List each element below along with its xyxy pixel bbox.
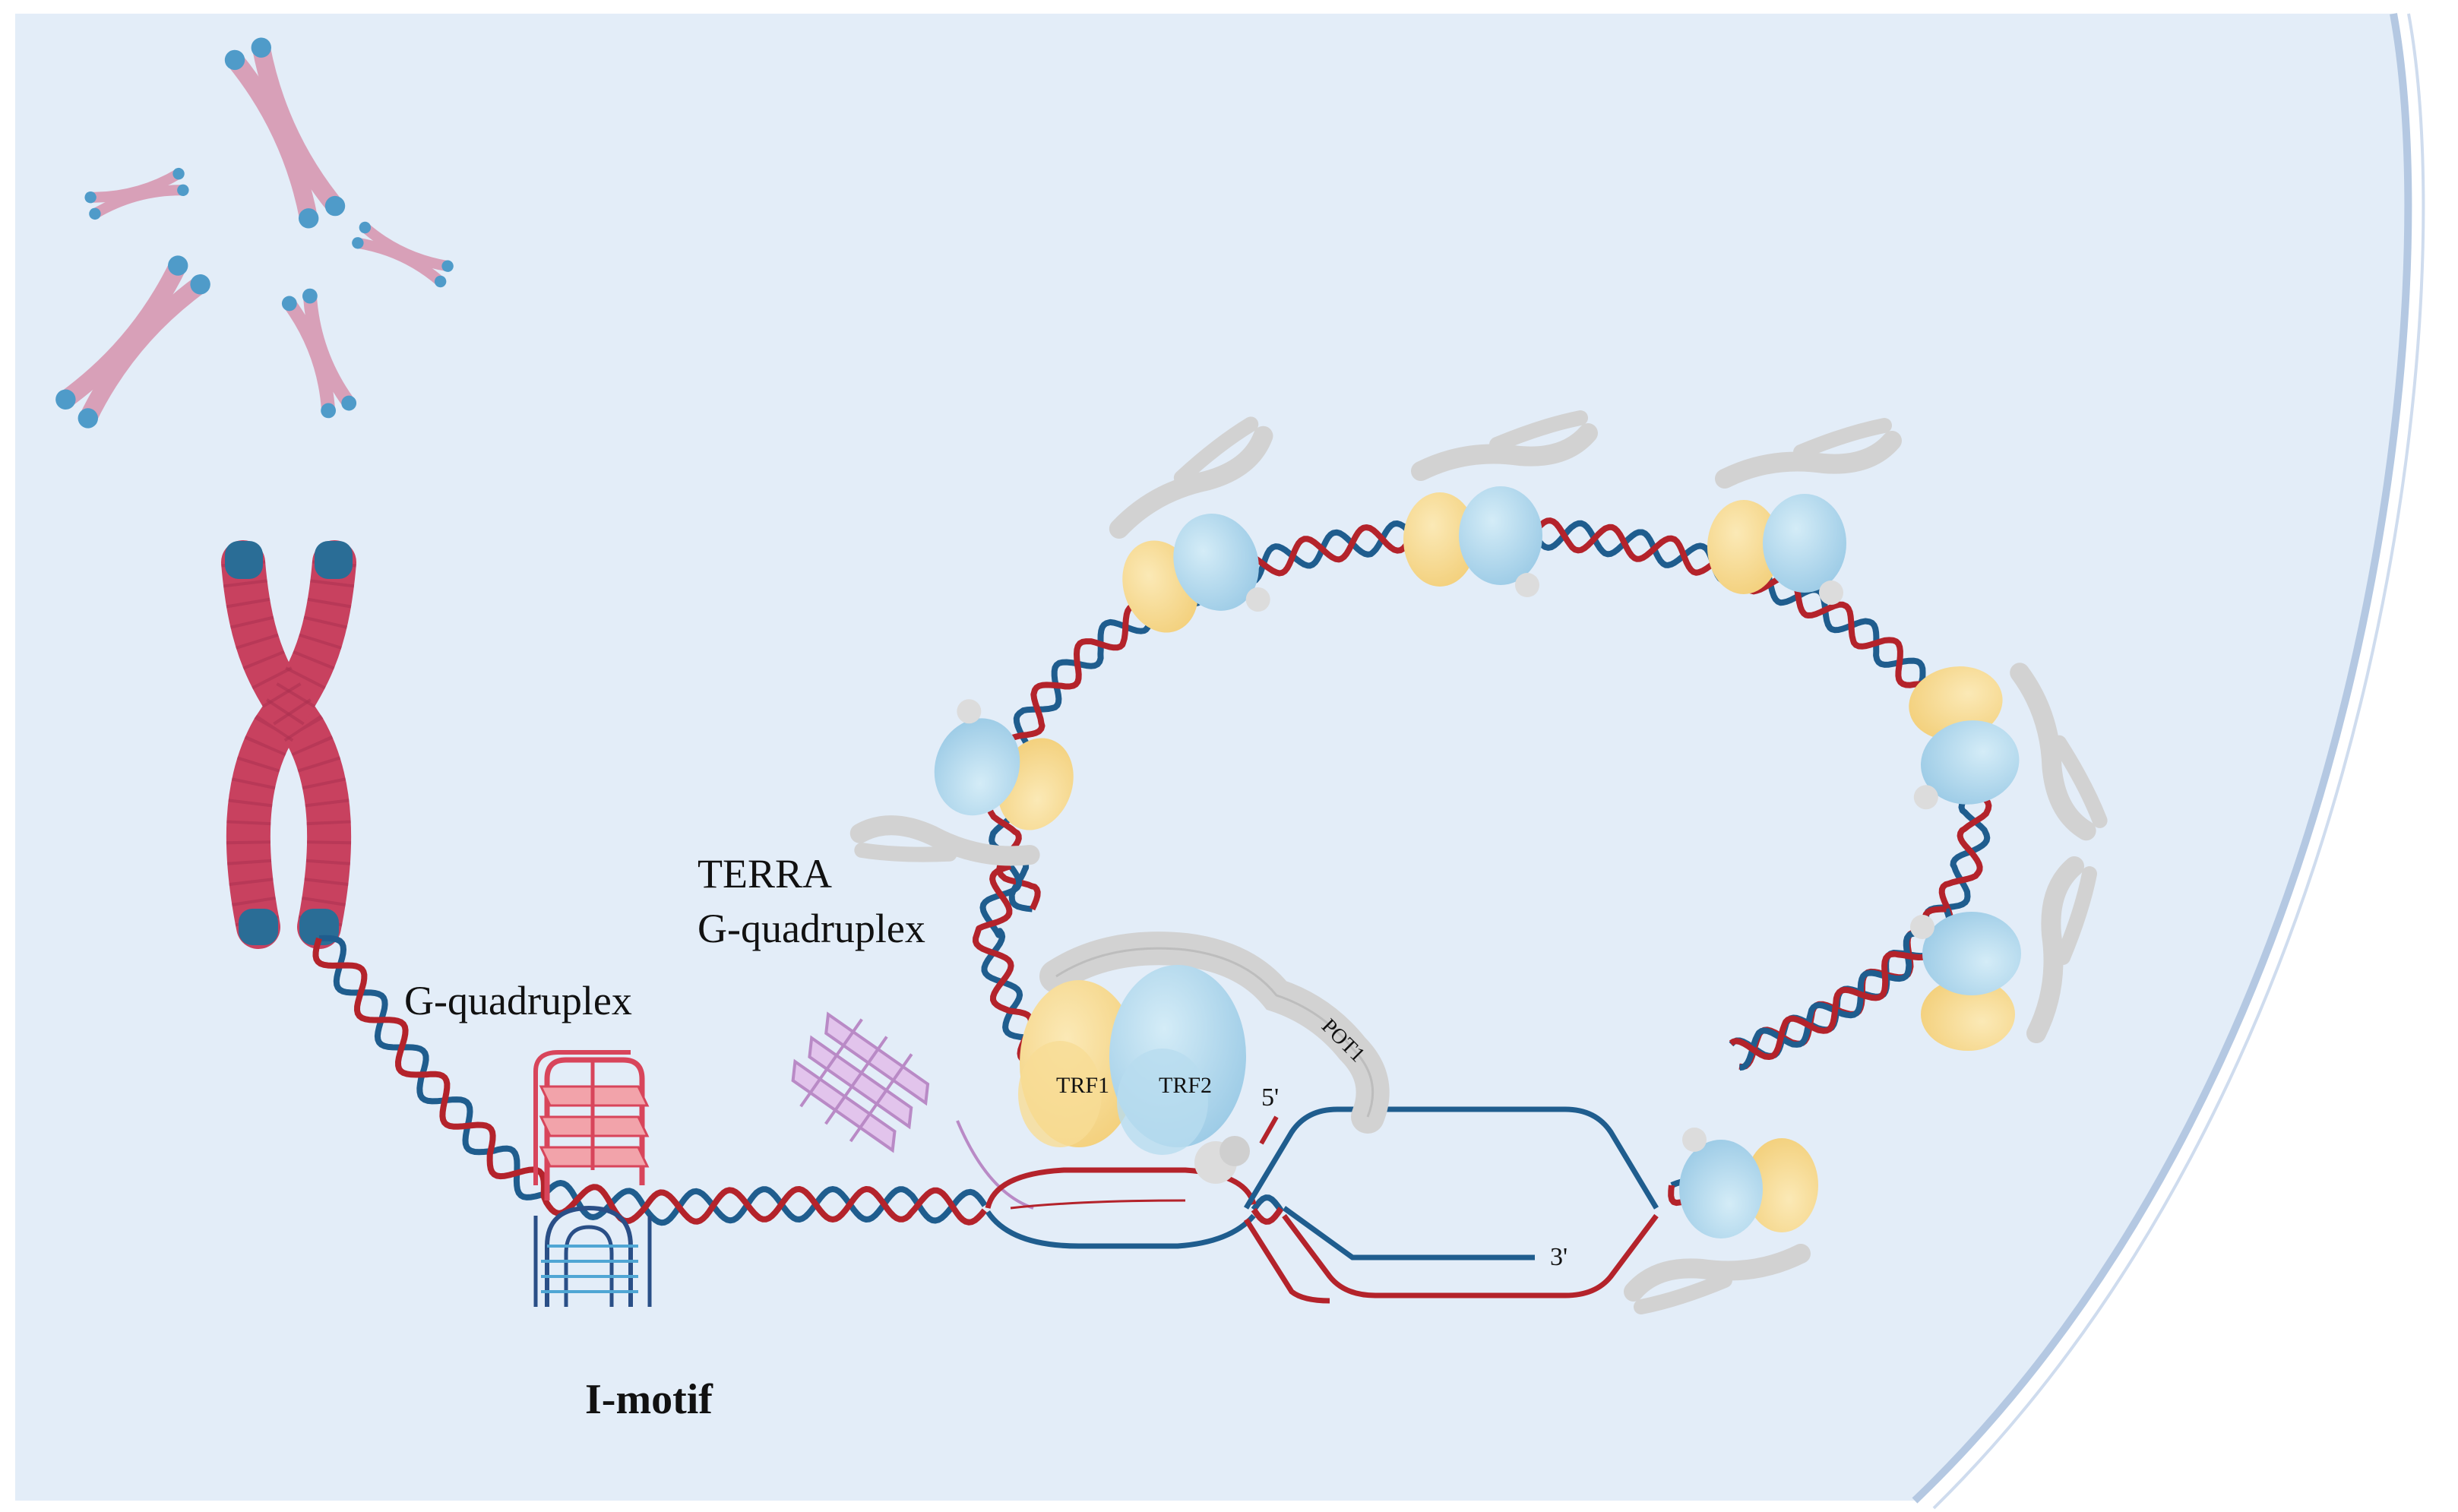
terra-label-line1: TERRA — [698, 851, 832, 897]
shelterin-complex-icon — [1403, 410, 1598, 597]
trf1-label: TRF1 — [1056, 1073, 1109, 1098]
terra-label-line2: G-quadruplex — [698, 906, 925, 951]
shelterin-complex-icon — [1018, 932, 1390, 1184]
dna-strands — [312, 515, 1992, 1226]
shelterin-complex-icon — [1707, 418, 1902, 605]
i-motif-icon — [533, 1205, 652, 1307]
shelterin-complex-icon — [1909, 663, 2108, 841]
shelterin-complex-icon — [849, 699, 1074, 866]
labels: TERRA G-quadruplex G-quadruplex I-motif … — [404, 851, 1567, 1423]
trf2-label: TRF2 — [1159, 1073, 1212, 1098]
three-prime-label: 3' — [1550, 1243, 1567, 1271]
shelterin-complex-icon — [1624, 1128, 1818, 1314]
telomere-helix-mid — [1251, 1194, 1284, 1225]
five-prime-label: 5' — [1261, 1083, 1279, 1112]
small-chromosome-icon — [84, 167, 189, 220]
g-quadruplex-label: G-quadruplex — [404, 978, 632, 1023]
shelterin-complex-icon — [1109, 416, 1273, 633]
terra-g-quadruplex-icon — [791, 1011, 1034, 1210]
large-chromosome-icon — [221, 540, 356, 949]
small-chromosome-icon — [55, 255, 210, 429]
small-chromosomes — [55, 37, 454, 429]
g-quadruplex-icon — [533, 1050, 650, 1200]
small-chromosome-icon — [224, 37, 346, 229]
shelterin-complex-icon — [1910, 856, 2097, 1051]
small-chromosome-icon — [352, 221, 454, 288]
t-loop-helix-upper — [986, 515, 1992, 1071]
telomere-helix-main — [312, 935, 988, 1226]
t-loop-icon — [985, 1106, 1659, 1304]
i-motif-label: I-motif — [585, 1376, 713, 1423]
shelterin-complexes — [849, 410, 2108, 1314]
small-chromosome-icon — [281, 288, 357, 419]
